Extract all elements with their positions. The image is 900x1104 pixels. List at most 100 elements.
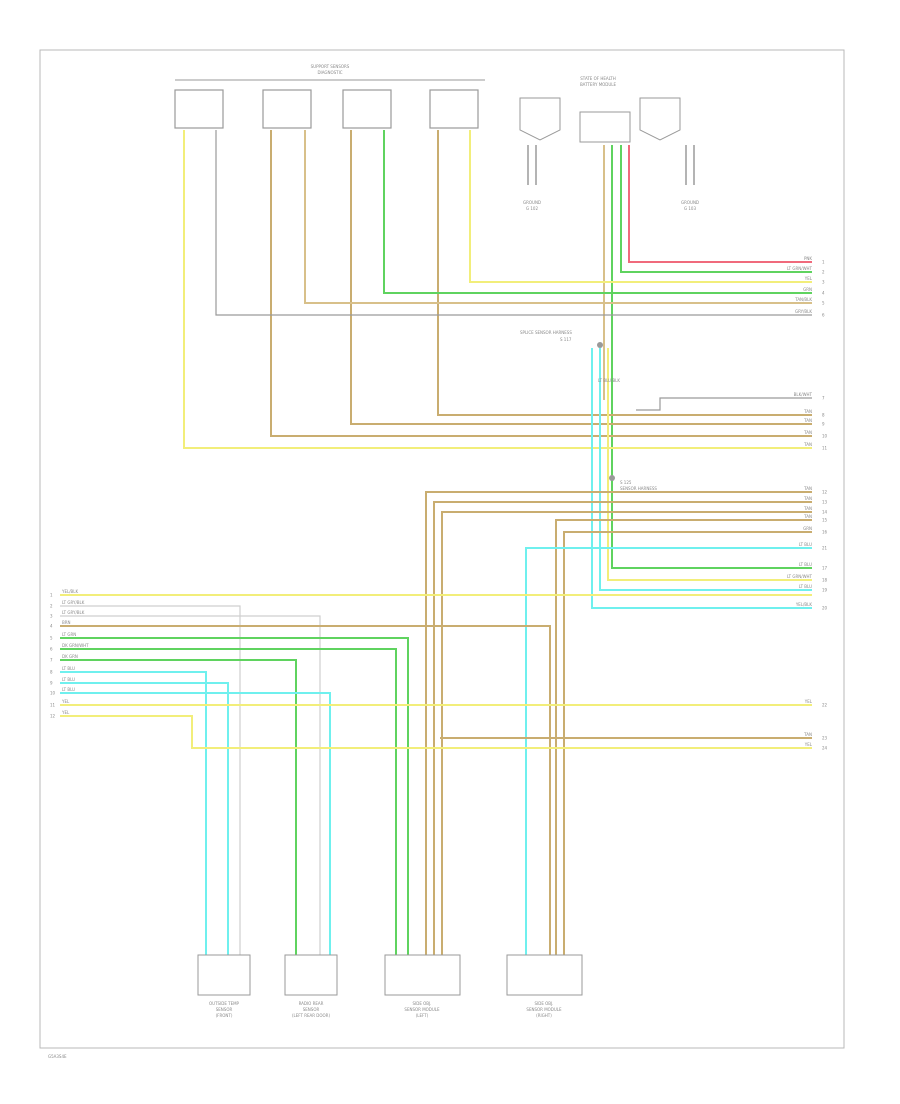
top-connectors-title: SUPPORT SENSORS [311, 64, 350, 69]
wire-left-brn [60, 625, 551, 955]
right-wire-label: TAN [803, 430, 812, 435]
right-wire-label: TAN/BLK [794, 297, 812, 302]
right-wire-label: TAN [803, 418, 812, 423]
left-wire-pin: 11 [50, 703, 56, 708]
right-wire-label: GRN [803, 287, 812, 292]
wire-yel-c1 [183, 130, 812, 449]
right-wire-pin: 15 [822, 518, 828, 523]
left-wire-label: LT GRN [62, 632, 76, 637]
left-wire-pin: 10 [50, 691, 56, 696]
right-wire-pin: 6 [822, 313, 825, 318]
right-wire-label: LT BLU [799, 562, 812, 567]
wire-left-lt-blu-c [60, 692, 331, 955]
wire-tan-sos-left-c [441, 511, 812, 955]
right-wire-label: TAN [803, 409, 812, 414]
right-wire-pin: 13 [822, 500, 828, 505]
module-right-ground-sublabel: G 103 [684, 206, 696, 211]
right-wire-label: LT BLU [799, 584, 812, 589]
diagram-code: G5A3S4E [48, 1054, 67, 1059]
right-wire-pin: 3 [822, 280, 825, 285]
splice-upper-dot [597, 342, 603, 348]
component-side-obj-right [506, 954, 583, 996]
right-wire-pin: 4 [822, 291, 825, 296]
right-wire-label: TAN [803, 506, 812, 511]
right-wire-label: YEL [804, 699, 813, 704]
right-wire-pin: 19 [822, 588, 828, 593]
component-3-line1: SIDE OBJ. [413, 1001, 432, 1006]
wire-tan-c2 [270, 130, 812, 437]
wire-pnk [628, 145, 812, 263]
left-wire-label: YEL [61, 710, 70, 715]
component-3-line2: SENSOR MODULE [404, 1007, 440, 1012]
component-2-line1: RADIO REAR [299, 1001, 324, 1006]
component-outside-temp-sensor [197, 954, 251, 996]
right-wire-pin: 16 [822, 530, 828, 535]
module-body [579, 111, 631, 143]
right-wire-pin: 7 [822, 396, 825, 401]
component-1-line3: (FRONT) [216, 1013, 233, 1018]
wire-tan-c4 [437, 130, 812, 416]
left-wire-pin: 6 [50, 647, 53, 652]
splice-upper-label: SPLICE SENSOR HARNESS [520, 330, 572, 335]
wire-left-lt-gry-b [60, 615, 321, 955]
right-wire-pin: 18 [822, 578, 828, 583]
left-wire-label: YEL/BLK [61, 589, 79, 594]
lower-wire-harness [60, 491, 812, 955]
wire-left-lt-blu-a [60, 671, 207, 955]
wire-tan-sos-left-b [433, 501, 812, 955]
bottom-components: OUTSIDE TEMP SENSOR (FRONT) RADIO REAR S… [197, 954, 583, 1018]
left-wire-label: LT BLU [62, 687, 75, 692]
connector-4 [429, 89, 479, 129]
wire-yel-blk [607, 348, 812, 581]
wire-lt-grn-wht [620, 145, 812, 273]
wire-tan-c3 [350, 130, 812, 425]
wire-tan-blk [304, 130, 812, 304]
right-wire-pin: 14 [822, 510, 828, 515]
component-2-line3: (LEFT REAR DOOR) [292, 1013, 331, 1018]
right-wire-label: LT BLU [799, 542, 812, 547]
component-1-line1: OUTSIDE TEMP [209, 1001, 240, 1006]
left-wire-pin: 3 [50, 614, 53, 619]
left-wire-pin: 2 [50, 604, 53, 609]
right-wire-label: GRY/BLK [795, 309, 812, 314]
right-wire-pin: 2 [822, 270, 825, 275]
right-wire-pin: 11 [822, 446, 828, 451]
right-wire-pin: 5 [822, 301, 825, 306]
right-wire-label: LT GRN/WHT [787, 266, 813, 271]
left-wire-pin: 8 [50, 670, 53, 675]
component-4-line1: SIDE OBJ. [535, 1001, 554, 1006]
component-2-line2: SENSOR [303, 1007, 320, 1012]
component-1-line2: SENSOR [216, 1007, 233, 1012]
right-wire-label: TAN [803, 732, 812, 737]
top-connector-group: SUPPORT SENSORS DIAGNOSTIC [174, 64, 485, 129]
connector-1 [174, 89, 224, 129]
right-wire-pin: 8 [822, 413, 825, 418]
left-wire-pin: 5 [50, 636, 53, 641]
wire-lt-blu-a [591, 348, 812, 609]
component-4-line2: SENSOR MODULE [526, 1007, 562, 1012]
right-wire-pin: 21 [822, 546, 828, 551]
left-wire-pin: 4 [50, 624, 53, 629]
right-wire-label: TAN [803, 496, 812, 501]
wire-left-dk-grn-wht [60, 648, 397, 955]
splice-lower: S 125 SENSOR HARNESS [609, 475, 657, 491]
wire-grn-to-lower [611, 145, 812, 569]
right-wire-label: YEL/BLK [795, 602, 813, 607]
module-title-line1: STATE OF HEALTH [580, 76, 615, 81]
module-title-line2: BATTERY MODULE [580, 82, 617, 87]
right-wire-label: TAN [803, 514, 812, 519]
left-wire-label: BRN [62, 620, 71, 625]
right-wire-label: GRN [803, 526, 812, 531]
connector-2 [262, 89, 312, 129]
left-wire-label: LT GRY/BLK [62, 610, 85, 615]
splice-upper-mid: LT BLU/BLK [598, 378, 620, 383]
right-wire-pin: 9 [822, 422, 825, 427]
component-3-line3: (LEFT) [416, 1013, 429, 1018]
right-wire-pin: 1 [822, 260, 825, 265]
module-right-ground-label: GROUND [681, 200, 699, 205]
left-wire-label: DK GRN/WHT [62, 643, 89, 648]
connector-3 [342, 89, 392, 129]
wire-blk-wht [636, 397, 812, 411]
